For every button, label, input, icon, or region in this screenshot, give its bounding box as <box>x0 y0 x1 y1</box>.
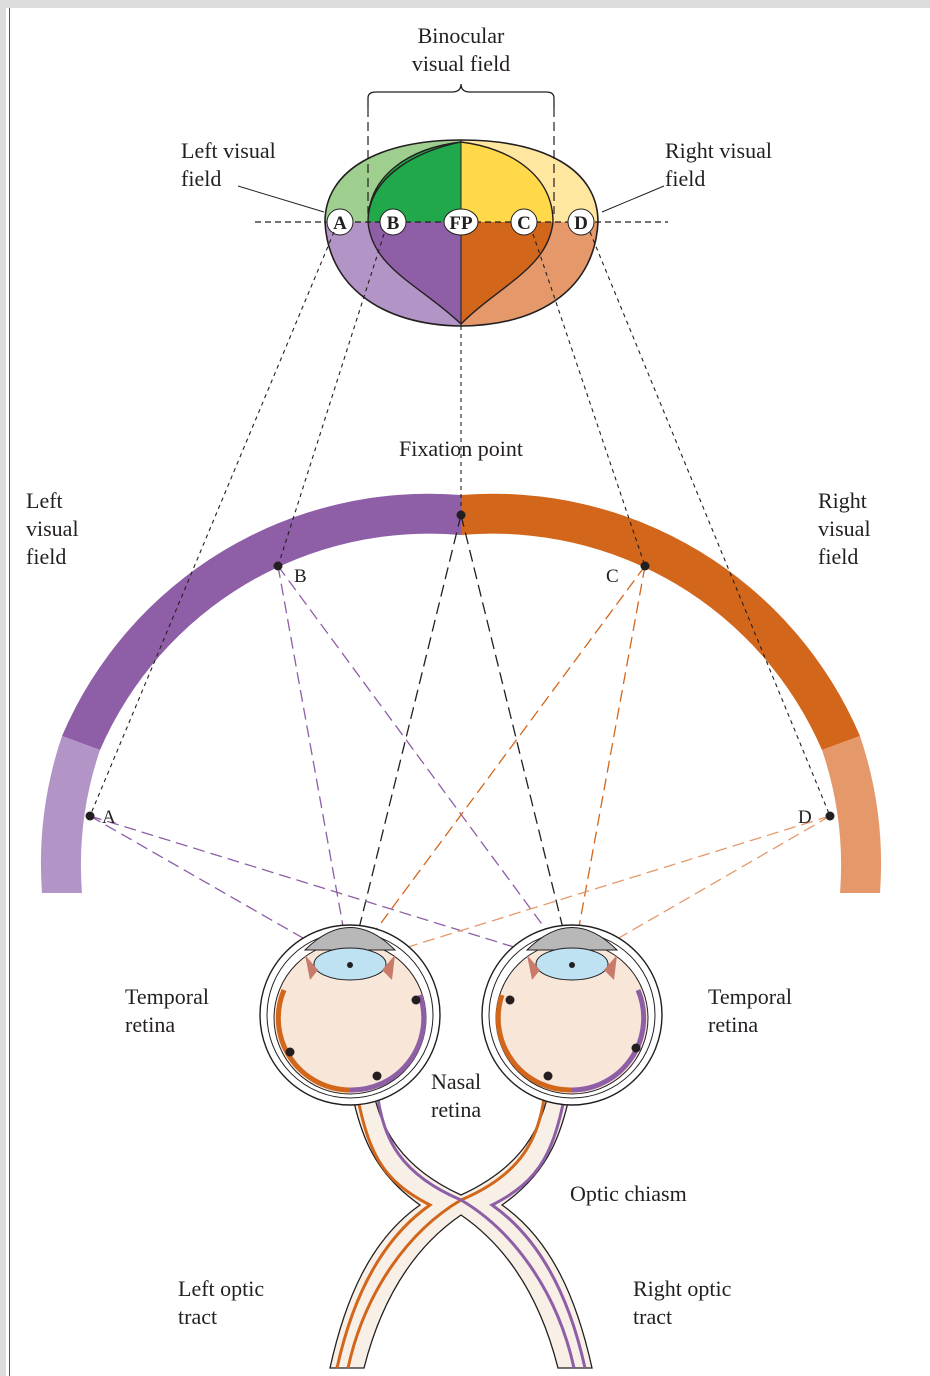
svg-text:A: A <box>333 213 347 234</box>
optic-chiasm-structure <box>330 1085 592 1368</box>
label-right-tract-1: Right optic <box>633 1276 732 1301</box>
field-point-a: A <box>327 209 353 235</box>
label-left-tract-1: Left optic <box>178 1276 264 1301</box>
field-point-d: D <box>568 209 594 235</box>
fixation-dot <box>457 511 466 520</box>
label-left-vf-3: field <box>26 544 66 569</box>
label-nasal-2: retina <box>431 1097 481 1122</box>
label-optic-chiasm: Optic chiasm <box>570 1181 687 1206</box>
arc-dot-b <box>274 562 283 571</box>
label-right-vf-2: visual <box>818 516 871 541</box>
label-temporal-left-1: Temporal <box>125 984 209 1009</box>
arc-label-c: C <box>606 566 619 587</box>
label-temporal-right-2: retina <box>708 1012 758 1037</box>
svg-text:B: B <box>387 213 400 234</box>
label-left-vf-2: visual <box>26 516 79 541</box>
right-eye <box>482 925 662 1105</box>
label-left-vf-1: Left <box>26 488 63 513</box>
arc-label-b: B <box>294 566 307 587</box>
label-left-vf-top-1: Left visual <box>181 138 276 163</box>
label-binocular-2: visual field <box>412 51 510 76</box>
visual-field-arc <box>41 494 881 893</box>
field-point-fp: FP <box>444 209 478 235</box>
label-fixation-point: Fixation point <box>399 436 523 461</box>
label-nasal-1: Nasal <box>431 1069 481 1094</box>
svg-text:FP: FP <box>449 213 473 234</box>
label-right-vf-1: Right <box>818 488 867 513</box>
label-right-vf-3: field <box>818 544 858 569</box>
arc-dot-c <box>641 562 650 571</box>
arc-dot-d <box>826 812 835 821</box>
field-point-b: B <box>380 209 406 235</box>
arc-right-orange <box>461 494 860 750</box>
svg-text:C: C <box>517 213 531 234</box>
binocular-bracket <box>368 84 554 108</box>
label-right-vf-top-2: field <box>665 166 705 191</box>
label-left-vf-top-2: field <box>181 166 221 191</box>
svg-text:D: D <box>574 213 588 234</box>
label-temporal-right-1: Temporal <box>708 984 792 1009</box>
label-temporal-left-2: retina <box>125 1012 175 1037</box>
label-binocular-1: Binocular <box>418 23 505 48</box>
arc-label-a: A <box>102 807 116 828</box>
label-right-vf-top-1: Right visual <box>665 138 772 163</box>
label-left-tract-2: tract <box>178 1304 217 1329</box>
arc-dot-a <box>86 812 95 821</box>
label-right-tract-2: tract <box>633 1304 672 1329</box>
arc-label-d: D <box>798 807 812 828</box>
arc-left-purple <box>62 494 461 750</box>
field-point-c: C <box>511 209 537 235</box>
binocular-field-diagram: A B FP C D <box>238 84 668 326</box>
left-eye <box>260 925 440 1105</box>
